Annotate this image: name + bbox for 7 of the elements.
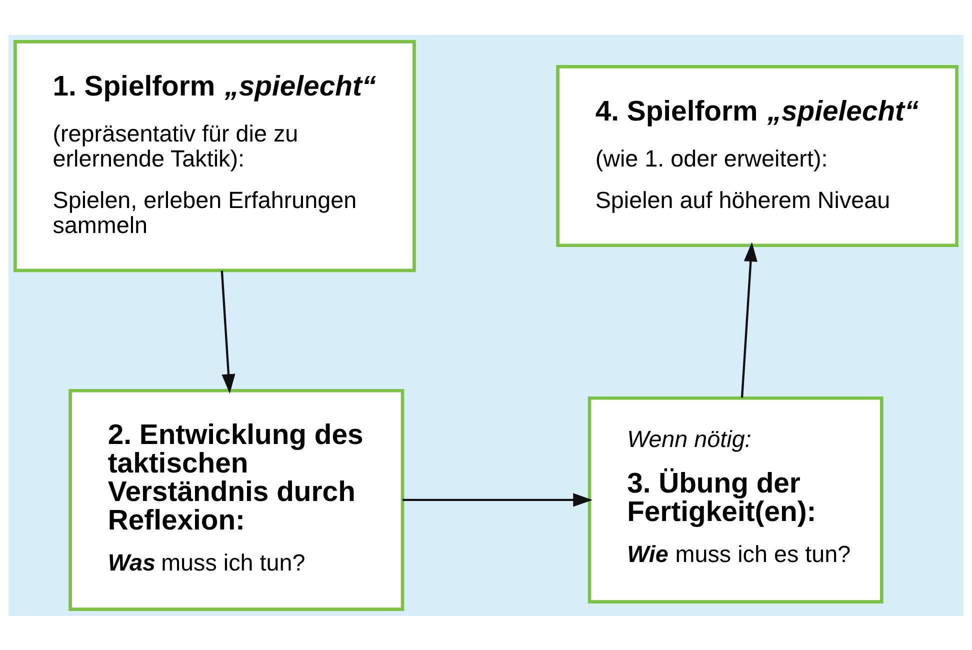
arrow bbox=[402, 492, 593, 506]
node-box: Wenn nötig: 3. Übung der Fertigkeit(en): Wie muss ich es tun? bbox=[588, 396, 884, 603]
arrow bbox=[740, 242, 758, 398]
node-box: 4. Spielform „spielecht“ (wie 1. oder erweitert): Spielen auf höherem Niveau bbox=[556, 64, 958, 247]
arrow bbox=[220, 270, 236, 394]
node-box: 1. Spielform „spielecht“ (repräsentativ für die zu erlernende Taktik): Spielen, erleben Erfahrungen sammeln bbox=[14, 40, 416, 272]
node-box: 2. Entwicklung des taktischen Verständnis durch Reflexion: Was muss ich tun? bbox=[68, 388, 404, 610]
